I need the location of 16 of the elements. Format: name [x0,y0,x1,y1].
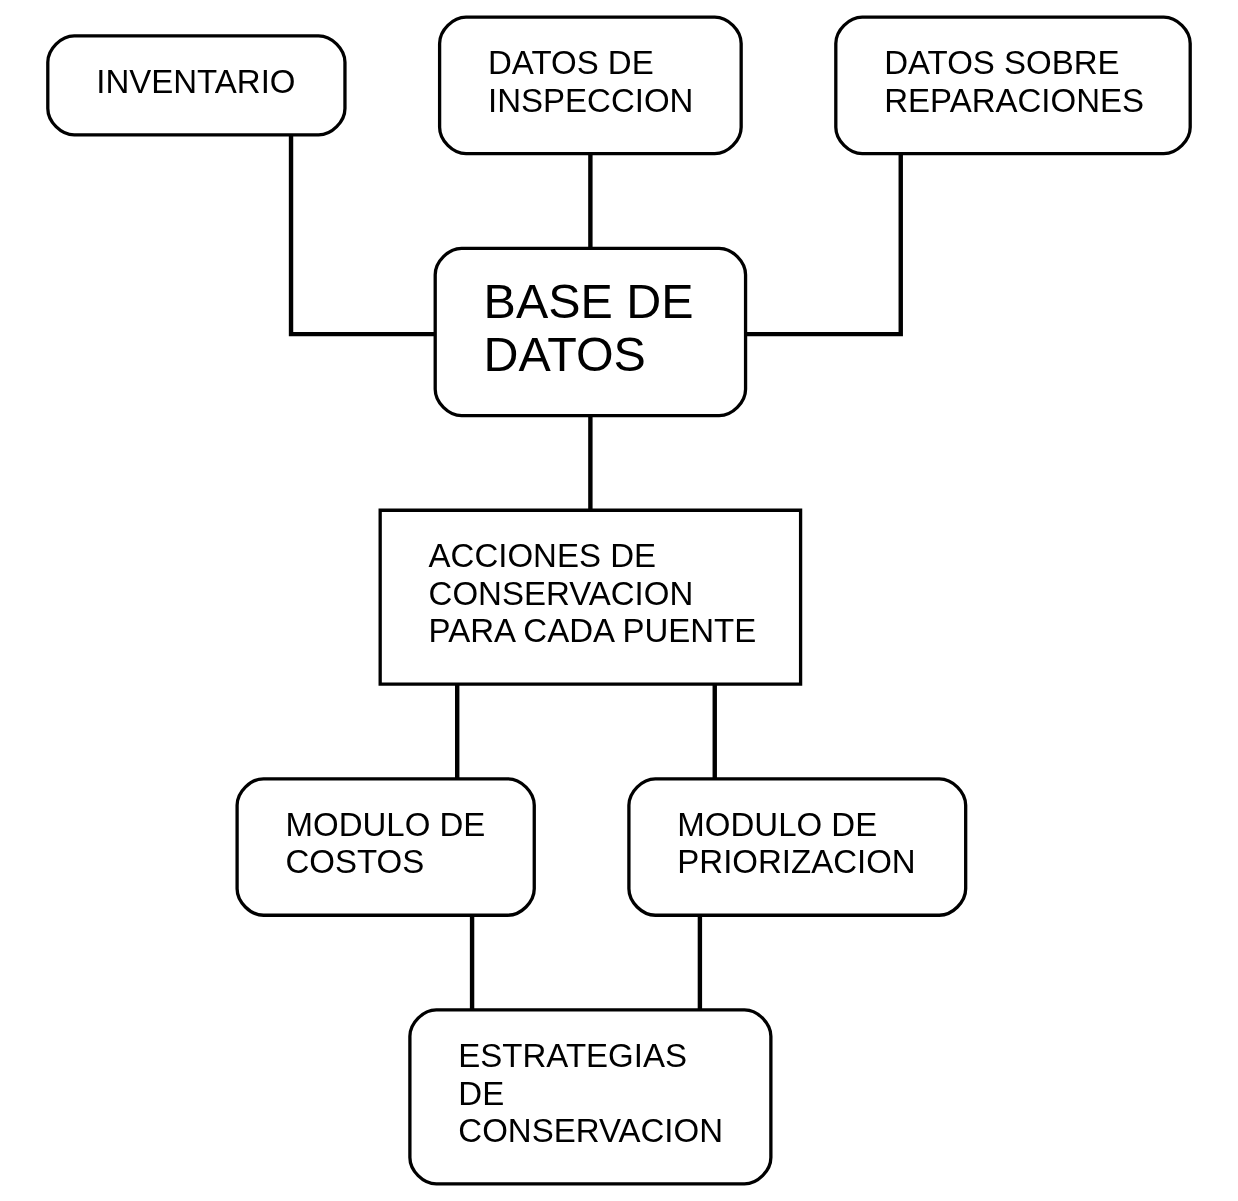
node-box: ESTRATEGIAS DE CONSERVACION [408,1008,773,1186]
connector [588,415,593,511]
connector [588,154,593,248]
node-box: MODULO DE PRIORIZACION [627,777,968,917]
node-box: INVENTARIO [46,34,347,137]
connector [288,135,435,337]
node-box: ACCIONES DE CONSERVACION PARA CADA PUENTE [378,508,803,686]
node-box: DATOS DE INSPECCION [437,15,743,156]
connector [746,154,903,337]
connector [712,684,717,779]
connector [455,684,460,779]
node-box: DATOS SOBRE REPARACIONES [834,15,1192,156]
node-box: BASE DE DATOS [433,246,748,418]
connector [469,915,475,1010]
node-box: MODULO DE COSTOS [235,777,536,917]
connector [697,915,703,1010]
